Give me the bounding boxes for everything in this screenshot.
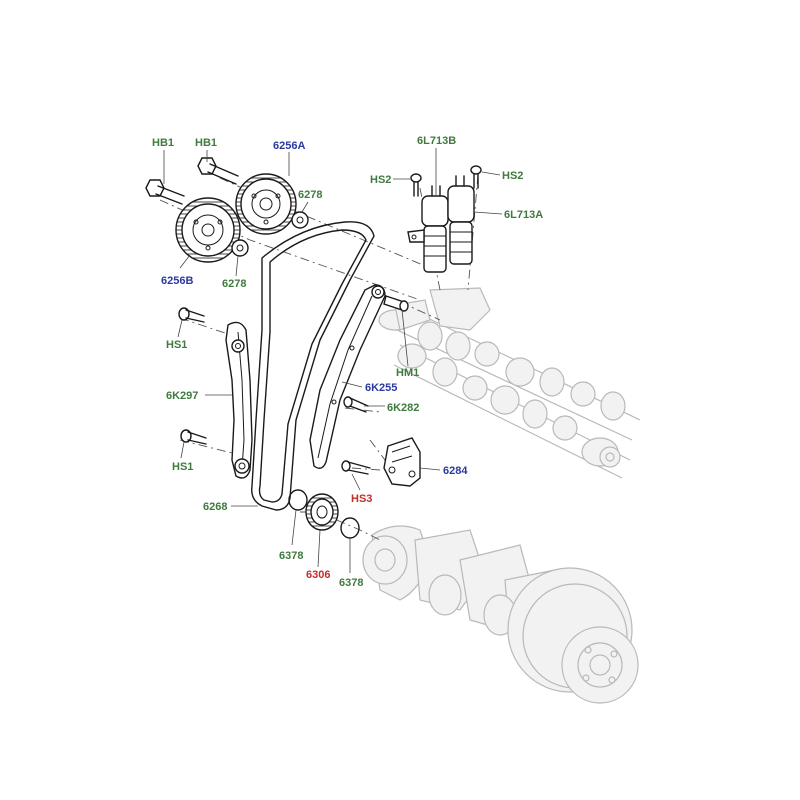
bolt-hs2-left (410, 173, 422, 197)
bolt-hs3 (341, 460, 371, 475)
label-6256a: 6256A (273, 140, 305, 152)
label-6k297: 6K297 (166, 390, 198, 402)
vvt-solenoid-6l713a (447, 175, 475, 265)
label-6k282: 6K282 (387, 402, 419, 414)
bolt-hb1-right (197, 157, 239, 185)
label-6378-left: 6378 (279, 550, 303, 562)
label-hb1-left: HB1 (152, 137, 174, 149)
crank-sprocket-6306 (305, 493, 339, 531)
label-6k255: 6K255 (365, 382, 397, 394)
label-hs1-lower: HS1 (172, 461, 193, 473)
cam-sprocket-6256A (235, 173, 297, 235)
cam-sprocket-6256B (175, 197, 241, 263)
label-6378-right: 6378 (339, 577, 363, 589)
chain-tensioner-6284 (383, 437, 421, 487)
washer-6278-upper (291, 211, 309, 229)
washer-6278-lower (231, 239, 249, 257)
label-6l713b: 6L713B (417, 135, 456, 147)
label-hs3: HS3 (351, 493, 372, 505)
label-6l713a: 6L713A (504, 209, 543, 221)
vvt-solenoid-6l713b (407, 185, 449, 273)
label-6278-lower: 6278 (222, 278, 246, 290)
label-6268: 6268 (203, 501, 227, 513)
label-hs1-upper: HS1 (166, 339, 187, 351)
label-hm1: HM1 (396, 367, 419, 379)
bolt-hs1-upper (178, 307, 205, 323)
bolt-hb1-left (145, 179, 185, 205)
label-hs2-left: HS2 (370, 174, 391, 186)
chain-guide-right (309, 284, 386, 469)
label-hb1-right: HB1 (195, 137, 217, 149)
label-6284: 6284 (443, 465, 468, 477)
leader-lines (163, 148, 503, 573)
label-6278-upper: 6278 (298, 189, 322, 201)
o-ring-6378-left (288, 489, 308, 511)
crankshaft (362, 525, 639, 704)
label-hs2-right: HS2 (502, 170, 523, 182)
camshaft-assembly (378, 287, 641, 479)
part-labels: HB1 HB1 6256A 6278 6256B 6278 6L713B HS2… (152, 135, 543, 589)
label-6256b: 6256B (161, 275, 193, 287)
bolt-6k282 (343, 396, 369, 413)
bolt-hs2-right (470, 165, 482, 189)
label-6306: 6306 (306, 569, 330, 581)
tensioner-arm-left (225, 321, 253, 479)
bolt-hs1-lower (180, 429, 207, 445)
timing-chain (251, 221, 375, 511)
